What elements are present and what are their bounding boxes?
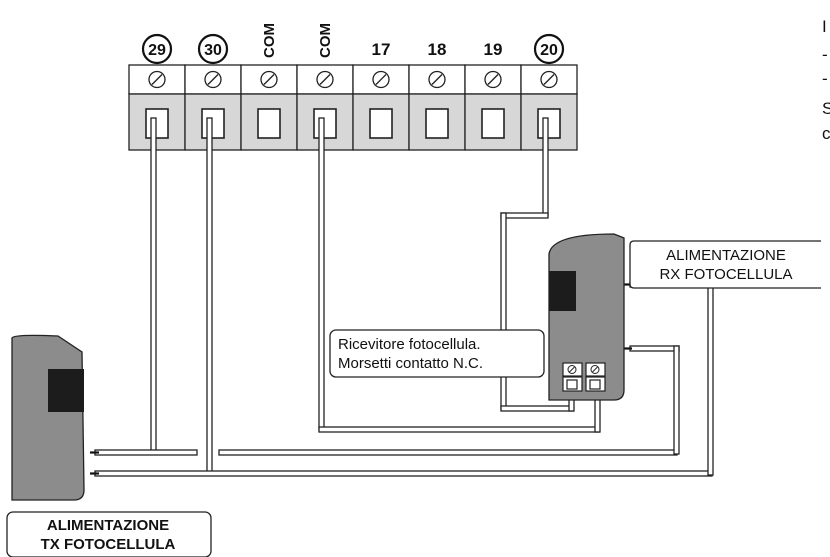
terminal-2: 30 xyxy=(184,33,242,151)
terminal-block: 29 30 COM COM 17 18 19 20 xyxy=(128,23,578,151)
wire-29 xyxy=(150,117,157,454)
tx-power-line2: TX FOTOCELLULA xyxy=(41,536,176,553)
socket xyxy=(481,108,505,139)
rx-power-box: ALIMENTAZIONE RX FOTOCELLULA xyxy=(629,240,821,289)
terminal-5: 17 xyxy=(352,40,410,151)
screw-icon xyxy=(316,70,334,89)
cropped-side-text: I - - S c xyxy=(822,17,830,143)
terminal-label: 17 xyxy=(372,40,391,59)
screw-icon xyxy=(372,70,390,89)
side-text-2: - xyxy=(822,45,828,64)
wire-30 xyxy=(206,117,213,476)
screw-icon xyxy=(148,70,166,89)
terminal-label: 30 xyxy=(204,42,222,59)
rx-power-line2: RX FOTOCELLULA xyxy=(659,266,792,283)
terminal-label: COM xyxy=(317,23,334,58)
wire-rx-power-upper-down xyxy=(707,281,714,476)
wire-tx-lower xyxy=(94,470,713,477)
terminal-label: 18 xyxy=(428,40,447,59)
socket xyxy=(313,108,337,139)
wiring xyxy=(94,117,715,477)
rx-photocell xyxy=(548,233,625,401)
wire-com-horizontal xyxy=(318,426,600,433)
rx-power-line1: ALIMENTAZIONE xyxy=(666,247,786,264)
rx-receiver-line2: Morsetti contatto N.C. xyxy=(338,355,483,372)
socket xyxy=(257,108,281,139)
terminal-7: 19 xyxy=(464,40,522,151)
socket xyxy=(369,108,393,139)
screw-icon xyxy=(540,70,558,89)
wire-rx-power-lower-down xyxy=(673,345,680,455)
terminal-label: 19 xyxy=(484,40,503,59)
socket xyxy=(425,108,449,139)
screw-icon xyxy=(204,70,222,89)
wire-tx-upper-left xyxy=(94,449,198,456)
terminal-label: COM xyxy=(261,23,278,58)
tx-power-line1: ALIMENTAZIONE xyxy=(47,517,169,534)
tx-power-box: ALIMENTAZIONE TX FOTOCELLULA xyxy=(6,511,212,557)
terminal-circle xyxy=(533,33,565,65)
tx-lens xyxy=(48,369,84,412)
terminal-label: 29 xyxy=(148,42,166,59)
rx-lens xyxy=(549,271,576,311)
screw-icon xyxy=(428,70,446,89)
wire-rx-power-lower xyxy=(629,345,680,352)
socket xyxy=(537,108,561,139)
terminal-6: 18 xyxy=(408,40,466,151)
screw-icon xyxy=(260,70,278,89)
socket xyxy=(201,108,225,139)
wire-tx-upper-right xyxy=(218,449,678,456)
wire-20-horizontal xyxy=(500,212,549,219)
wire-com xyxy=(318,117,325,431)
rx-receiver-box: Ricevitore fotocellula. Morsetti contatt… xyxy=(329,329,545,378)
side-text-4: S xyxy=(822,99,830,118)
screw-icon xyxy=(484,70,502,89)
rx-receiver-line1: Ricevitore fotocellula. xyxy=(338,336,481,353)
side-text-3: - xyxy=(822,69,828,88)
terminal-1: 29 xyxy=(128,33,186,151)
wire-20-down xyxy=(500,212,507,411)
terminal-circle xyxy=(197,33,229,65)
socket xyxy=(145,108,169,139)
wire-20 xyxy=(542,117,549,217)
terminal-circle xyxy=(141,33,173,65)
side-text-5: c xyxy=(822,124,830,143)
wire-20-to-rx xyxy=(500,405,574,412)
terminal-8: 20 xyxy=(520,33,578,151)
terminal-label: 20 xyxy=(540,42,558,59)
terminal-4: COM xyxy=(296,23,354,151)
terminal-3: COM xyxy=(240,23,298,151)
side-text-1: I xyxy=(822,17,827,36)
tx-photocell xyxy=(11,334,85,501)
